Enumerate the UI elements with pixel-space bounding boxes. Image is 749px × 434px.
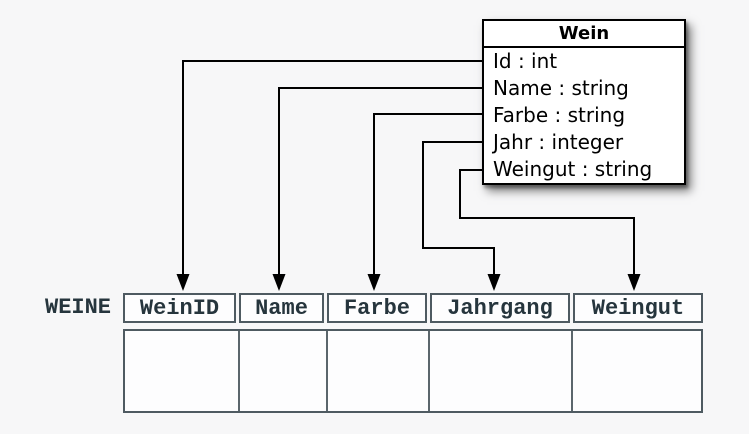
table-body-row — [123, 329, 703, 413]
connector-jahr-to-jahrgang — [422, 141, 495, 275]
arrowhead-farbe-icon — [367, 274, 381, 291]
uml-attribute-name: Name : string — [493, 76, 629, 100]
connector-name-to-name — [278, 87, 482, 275]
table-body-cell-weinid — [125, 331, 240, 411]
connector-farbe-to-farbe — [373, 113, 482, 275]
table-body-cell-farbe — [328, 331, 430, 411]
arrowhead-weingut-icon — [627, 274, 641, 291]
table-body-cell-weingut — [573, 331, 701, 411]
uml-attribute-jahr: Jahr : integer — [493, 130, 624, 154]
arrowhead-weinid-icon — [176, 274, 190, 291]
column-header-jahrgang: Jahrgang — [430, 293, 570, 323]
column-header-farbe: Farbe — [327, 293, 427, 323]
uml-class-wein: Wein Id : int Name : string Farbe : stri… — [482, 19, 686, 185]
column-header-weinid: WeinID — [123, 293, 236, 323]
table-name-label: WEINE — [45, 295, 112, 320]
uml-attribute-list: Id : int Name : string Farbe : string Ja… — [484, 48, 684, 183]
arrowhead-name-icon — [272, 274, 286, 291]
uml-class-title: Wein — [484, 21, 684, 48]
connector-weingut-to-weingut — [459, 169, 635, 275]
uml-attribute-weingut: Weingut : string — [493, 157, 653, 181]
arrowhead-jahrgang-icon — [487, 274, 501, 291]
connector-id-to-weinid — [182, 60, 482, 275]
column-header-weingut: Weingut — [573, 293, 703, 323]
uml-attribute-id: Id : int — [493, 49, 558, 73]
table-body-cell-jahrgang — [430, 331, 573, 411]
column-header-name: Name — [239, 293, 324, 323]
uml-attribute-farbe: Farbe : string — [493, 103, 626, 127]
table-body-cell-name — [240, 331, 328, 411]
